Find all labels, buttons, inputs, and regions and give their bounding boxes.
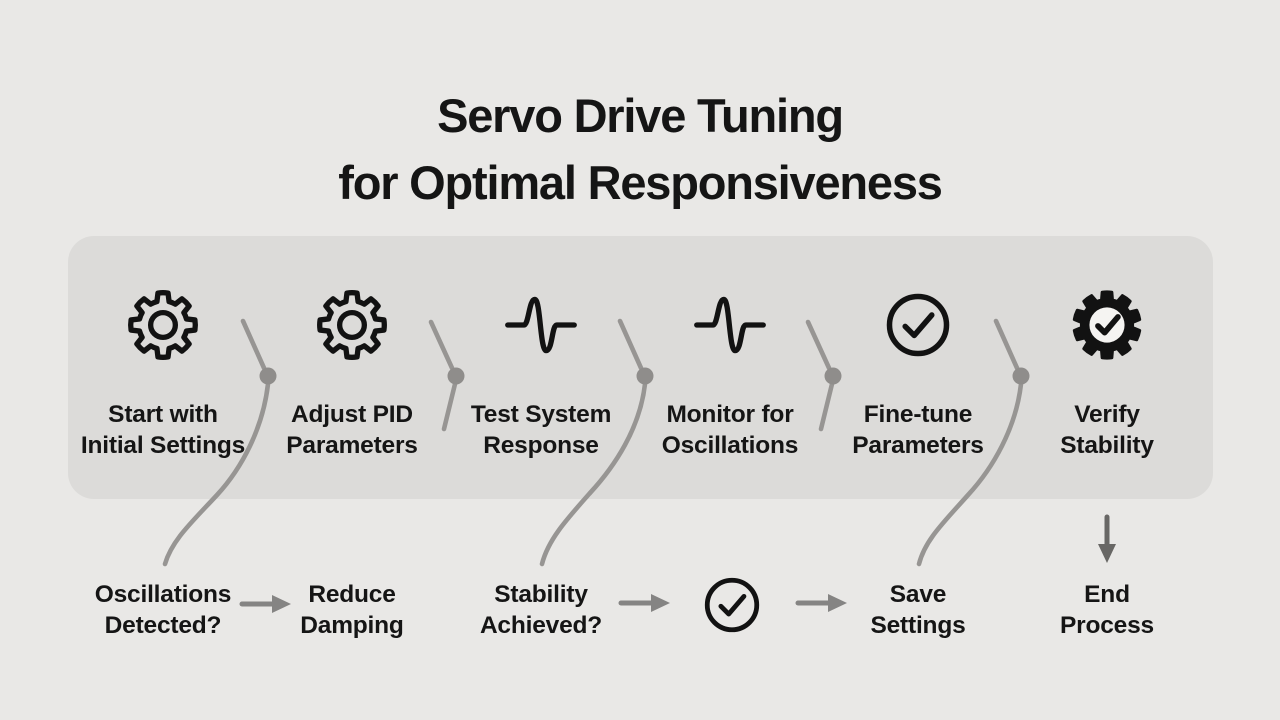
node-line1: End xyxy=(1084,581,1130,608)
waveform-icon xyxy=(692,287,768,363)
node-line1: Reduce xyxy=(308,581,396,608)
gear-icon xyxy=(314,287,390,363)
node-save-settings: Save Settings xyxy=(808,579,1028,641)
title-line2: for Optimal Responsiveness xyxy=(338,156,943,209)
node-end-process: End Process xyxy=(997,579,1217,641)
node-line1: Stability xyxy=(494,581,588,608)
waveform-icon xyxy=(503,287,579,363)
title-line1: Servo Drive Tuning xyxy=(437,89,844,142)
check-circle-icon xyxy=(699,572,765,638)
step-label: Monitor for Oscillations xyxy=(661,399,799,461)
step-label-line2: Stability xyxy=(1060,432,1154,459)
step-label: Test System Response xyxy=(470,399,612,461)
node-stability-achieved: Stability Achieved? xyxy=(431,579,651,641)
node-line2: Detected? xyxy=(104,612,222,639)
step-monitor-for-oscillations: Monitor for Oscillations xyxy=(635,287,825,461)
step-label-line1: Verify xyxy=(1074,401,1140,428)
step-label: Fine-tune Parameters xyxy=(852,399,984,461)
step-label-line2: Parameters xyxy=(852,432,984,459)
node-line2: Damping xyxy=(300,612,404,639)
node-oscillations-detected: Oscillations Detected? xyxy=(53,579,273,641)
gear-icon xyxy=(125,287,201,363)
step-label-line1: Test System xyxy=(470,401,612,428)
node-line1: Oscillations xyxy=(94,581,232,608)
step-label-line2: Initial Settings xyxy=(80,432,246,459)
step-label: Verify Stability xyxy=(1060,399,1154,461)
node-line2: Achieved? xyxy=(479,612,603,639)
node-line2: Process xyxy=(1060,612,1154,639)
check-circle-icon xyxy=(880,287,956,363)
gear-check-icon xyxy=(1069,287,1145,363)
step-label-line2: Oscillations xyxy=(661,432,799,459)
step-fine-tune-parameters: Fine-tune Parameters xyxy=(823,287,1013,461)
step-label-line1: Adjust PID xyxy=(291,401,413,428)
step-label: Start with Initial Settings xyxy=(81,399,245,461)
step-label: Adjust PID Parameters xyxy=(286,399,418,461)
node-line2: Settings xyxy=(870,612,966,639)
diagram-title: Servo Drive Tuning for Optimal Responsiv… xyxy=(0,82,1280,216)
step-label-line2: Response xyxy=(483,432,599,459)
node-line1: Save xyxy=(889,581,947,608)
step-test-system-response: Test System Response xyxy=(446,287,636,461)
step-label-line1: Fine-tune xyxy=(863,401,973,428)
step-verify-stability: Verify Stability xyxy=(1012,287,1202,461)
step-label-line2: Parameters xyxy=(286,432,418,459)
step-adjust-pid-parameters: Adjust PID Parameters xyxy=(257,287,447,461)
arrow-verify-to-end xyxy=(1098,514,1116,563)
step-start-with-initial-settings: Start with Initial Settings xyxy=(68,287,258,461)
node-reduce-damping: Reduce Damping xyxy=(242,579,462,641)
step-label-line1: Monitor for xyxy=(666,401,794,428)
step-label-line1: Start with xyxy=(108,401,218,428)
